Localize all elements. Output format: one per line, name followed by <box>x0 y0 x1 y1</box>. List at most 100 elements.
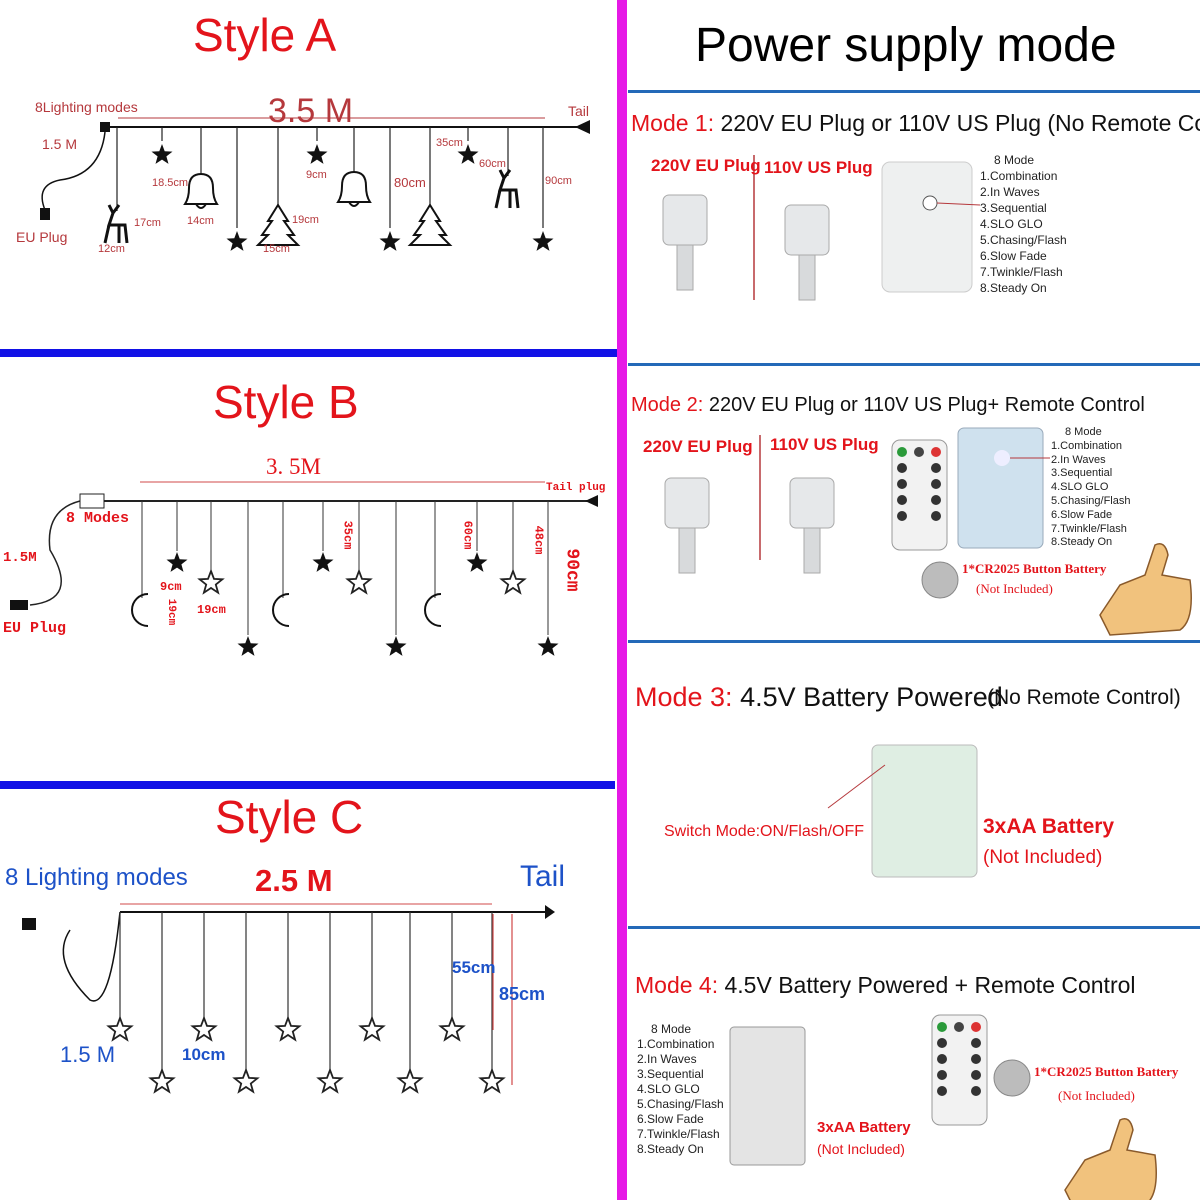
star-outline-ornament <box>106 1015 134 1042</box>
mode2-mode-list: 8 Mode 1.Combination 2.In Waves 3.Sequen… <box>1051 426 1131 550</box>
dim: 19cm <box>197 603 226 617</box>
remote-button <box>971 1054 981 1064</box>
star-outline-ornament <box>438 1015 466 1042</box>
style-a-tail: Tail <box>568 103 590 119</box>
star-ornament <box>237 636 259 656</box>
thumbs-up-icon <box>1064 1118 1157 1200</box>
rule-3 <box>628 640 1200 643</box>
remote-button <box>931 495 941 505</box>
mode-item: 3.Sequential <box>980 201 1047 215</box>
dim: 19cm <box>292 214 319 226</box>
style-b-tail: Tail plug <box>546 482 606 494</box>
pointer-line <box>827 764 886 809</box>
rule-2 <box>628 363 1200 366</box>
star-ornament <box>466 552 488 572</box>
bell-ornament <box>336 170 372 207</box>
us-plug-icon-cord <box>803 527 821 574</box>
mode-item: 5.Chasing/Flash <box>980 233 1067 247</box>
star-outline-ornament <box>232 1067 260 1094</box>
mode-item: 5.Chasing/Flash <box>1051 494 1131 507</box>
mode2-text: 220V EU Plug or 110V US Plug+ Remote Con… <box>708 394 1145 416</box>
remote-button <box>931 463 941 473</box>
mode1-text: 220V EU Plug or 110V US Plug (No Remote … <box>720 110 1200 136</box>
us-plug-icon <box>789 477 835 529</box>
mode3-not-included: (Not Included) <box>983 847 1103 868</box>
remote-button <box>954 1022 964 1032</box>
dim: 90cm <box>545 175 572 187</box>
remote-button <box>931 511 941 521</box>
mode-item: 3.Sequential <box>637 1067 704 1081</box>
mode1-eu: 220V EU Plug <box>651 156 761 175</box>
mode-list-title: 8 Mode <box>994 153 1035 167</box>
remote-button <box>914 447 924 457</box>
mode4-not-included: (Not Included) <box>817 1141 905 1157</box>
controller-box-icon <box>957 427 1044 549</box>
dim: 60cm <box>460 520 475 550</box>
reindeer-ornament <box>103 204 129 244</box>
mode2-label: Mode 2: <box>631 394 704 416</box>
tail-plug-icon <box>585 495 598 507</box>
power-cord <box>41 131 106 211</box>
star-ornament <box>379 231 401 251</box>
mode2-coin-battery: 1*CR2025 Button Battery <box>962 561 1107 576</box>
tree-ornament <box>255 203 301 246</box>
star-outline-ornament <box>396 1067 424 1094</box>
remote-button <box>931 479 941 489</box>
mode4-coin-battery: 1*CR2025 Button Battery <box>1034 1064 1179 1079</box>
mode-item: 4.SLO GLO <box>980 217 1043 231</box>
eu-plug-icon <box>10 600 28 610</box>
star-ornament <box>306 144 328 164</box>
reindeer-ornament <box>494 169 520 209</box>
remote-button <box>897 463 907 473</box>
mode-item: 7.Twinkle/Flash <box>980 265 1063 279</box>
dim: 15cm <box>263 243 290 255</box>
coin-battery-icon <box>993 1059 1031 1097</box>
mode-list-title: 8 Mode <box>651 1022 692 1036</box>
style-b-length: 3. 5M <box>266 454 321 479</box>
star-ornament <box>151 144 173 164</box>
mode-item: 4.SLO GLO <box>637 1082 700 1096</box>
mode2-us: 110V US Plug <box>770 435 879 454</box>
mode-item: 1.Combination <box>1051 439 1122 452</box>
style-c-cord: 1.5 M <box>60 1042 116 1067</box>
remote-button <box>897 479 907 489</box>
star-ornament <box>385 636 407 656</box>
dim: 80cm <box>394 175 426 190</box>
moon-ornament <box>424 593 442 627</box>
dim: 90cm <box>561 548 582 592</box>
tail-plug-icon <box>575 120 590 134</box>
dim: 17cm <box>134 217 161 229</box>
remote-button <box>937 1070 947 1080</box>
mode3-switch: Switch Mode:ON/Flash/OFF <box>664 823 865 840</box>
mode-item: 3.Sequential <box>1051 467 1113 480</box>
power-cord <box>29 500 81 606</box>
dim: 9cm <box>306 169 327 181</box>
star-outline-ornament <box>197 568 225 595</box>
star-ornament <box>226 231 248 251</box>
mode3-battery: 3xAA Battery <box>983 815 1115 838</box>
power-title: Power supply mode <box>695 19 1117 72</box>
remote-button <box>937 1038 947 1048</box>
style-b-cord: 1.5M <box>3 550 37 566</box>
dim: 55cm <box>452 958 496 977</box>
style-c-tail: Tail <box>520 860 566 893</box>
remote-button <box>937 1054 947 1064</box>
star-outline-ornament <box>148 1067 176 1094</box>
style-b-modes: 8 Modes <box>66 510 130 527</box>
style-b-title: Style B <box>213 376 359 428</box>
mode4-coin-not-included: (Not Included) <box>1058 1088 1135 1103</box>
mode-item: 1.Combination <box>637 1037 715 1051</box>
mode2-eu: 220V EU Plug <box>643 437 753 456</box>
mode2-heading: Mode 2: 220V EU Plug or 110V US Plug+ Re… <box>631 394 1145 417</box>
mode-item: 2.In Waves <box>1051 453 1106 466</box>
eu-plug-icon-cord <box>676 244 694 291</box>
dim: 35cm <box>340 520 355 550</box>
remote-button <box>971 1086 981 1096</box>
mode-item: 6.Slow Fade <box>980 249 1047 263</box>
mode2-not-included: (Not Included) <box>976 581 1053 596</box>
controller-box-icon <box>881 161 973 293</box>
mode-item: 1.Combination <box>980 169 1058 183</box>
coin-battery-icon <box>921 561 959 599</box>
star-outline-ornament <box>190 1015 218 1042</box>
